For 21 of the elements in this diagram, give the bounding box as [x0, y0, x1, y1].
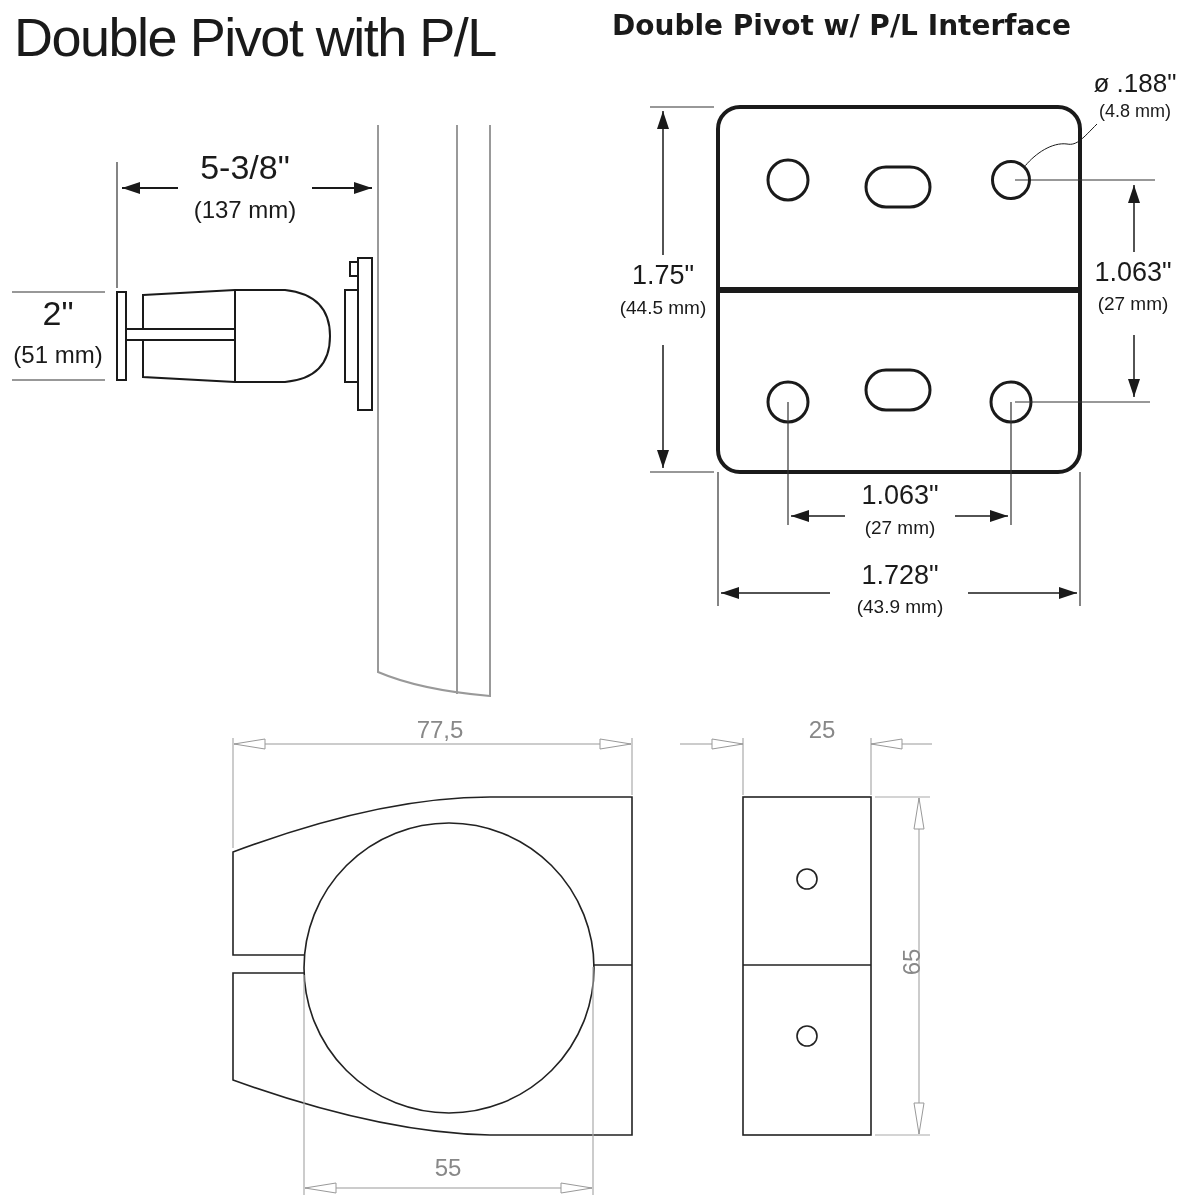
dimension-label: 1.063": [1094, 259, 1172, 286]
leader-line: [1024, 123, 1098, 167]
page-title: Double Pivot with P/L: [14, 10, 496, 64]
dimension-label: 5-3/8": [200, 150, 290, 184]
dimension-label: 1.063": [861, 482, 939, 509]
dimension-label: 1.728": [861, 562, 939, 589]
dimension-label: (51 mm): [13, 343, 103, 367]
dimension-label: 25: [808, 718, 836, 742]
dimension-label: 65: [900, 948, 924, 976]
dimension-label: 55: [434, 1156, 462, 1180]
dimension-label: ø .188": [1092, 70, 1178, 96]
dimension-label: (44.5 mm): [619, 298, 707, 317]
dimension-label: (43.9 mm): [856, 597, 944, 616]
dimension-label: (4.8 mm): [1098, 102, 1172, 120]
drawing-title: Double Pivot w/ P/L Interface: [612, 12, 1071, 40]
dimension-label: 77,5: [416, 718, 464, 742]
dimension-label: 1.75": [631, 262, 695, 289]
dimension-label: 2": [42, 296, 74, 330]
dimension-label: (27 mm): [864, 518, 936, 537]
dimension-label: (27 mm): [1097, 294, 1169, 313]
dimension-label: (137 mm): [193, 198, 297, 222]
